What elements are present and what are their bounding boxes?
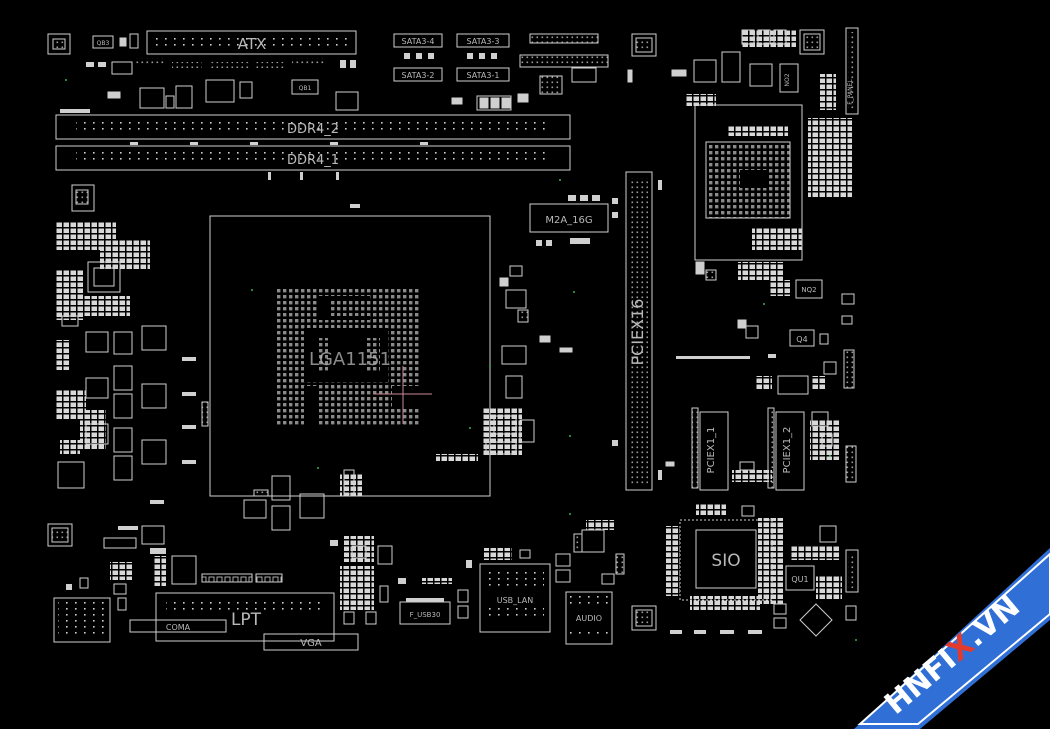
- socket-right-components: [436, 265, 573, 462]
- sata-connector-2: [393, 67, 443, 82]
- lpt-label: LPT: [231, 610, 262, 630]
- vga-label: VGA: [300, 638, 322, 649]
- sata2-label: SATA3-2: [402, 71, 435, 80]
- sata1-label: SATA3-1: [467, 71, 500, 80]
- cpu-socket: [209, 215, 491, 497]
- pciex16-label: PCIEX16: [628, 299, 647, 366]
- f-panel-label: F_PANEL: [847, 79, 854, 105]
- atx-label: ATX: [238, 35, 267, 53]
- pciex1-slot-1: [699, 411, 729, 491]
- via-dots: [65, 79, 857, 641]
- chipset-surround: [627, 27, 859, 299]
- sata-area-chips: [451, 67, 597, 111]
- pciex1-1-label: PCIEX1_1: [706, 427, 717, 474]
- sata-pads: [404, 53, 497, 59]
- sata4-label: SATA3-4: [402, 37, 435, 46]
- sio-surround: [670, 525, 859, 637]
- sata-connector-3: [456, 33, 510, 48]
- bottom-left-components: [47, 523, 283, 643]
- lpt-connector: [155, 592, 335, 642]
- sio-label: SIO: [711, 551, 740, 571]
- f-usb30-header: [399, 598, 451, 625]
- coma-label: COMA: [166, 623, 191, 632]
- lga-label: LGA1151: [309, 349, 391, 370]
- sata-connector-4: [393, 33, 443, 48]
- no2-label: NO2: [784, 73, 791, 86]
- pciex1-2-label: PCIEX1_2: [782, 427, 793, 474]
- vga-connector: [263, 633, 359, 651]
- ddr4-2-label: DDR4_2: [287, 122, 339, 137]
- top-left-components: [47, 33, 139, 55]
- qb3-label: QB3: [97, 40, 110, 47]
- cursor-crosshair: [374, 366, 432, 424]
- pciex16-slot: [625, 171, 653, 491]
- ddr4-slot-2: [55, 114, 571, 140]
- top-left-passives: [86, 58, 356, 75]
- chipset-pch: [694, 104, 803, 261]
- usb-lan-connector: [479, 548, 551, 633]
- left-vrm-cluster: [56, 184, 209, 504]
- ddr4-1-label: DDR4_1: [287, 153, 339, 168]
- sata-connector-1: [456, 67, 510, 82]
- sio-chip: [666, 504, 784, 610]
- pciex1-slot-2: [775, 411, 805, 491]
- qb1-label: QB1: [299, 85, 312, 92]
- q4-label: Q4: [796, 335, 807, 344]
- pciex1-surround: [665, 407, 857, 489]
- right-middle-components: [676, 293, 855, 395]
- ddr4-pads: [60, 109, 428, 208]
- nq2-label: NQ2: [801, 286, 816, 294]
- audio-label: AUDIO: [576, 614, 602, 623]
- m2-pads: [536, 195, 600, 246]
- usb-lan-label: USB_LAN: [497, 596, 534, 605]
- watermark-logo: HNFIX.VN: [854, 548, 1050, 729]
- socket-bottom-components: [243, 469, 362, 531]
- m2-label: M2A_16G: [545, 215, 592, 226]
- audio-surround: [555, 520, 657, 631]
- sata3-label: SATA3-3: [467, 37, 500, 46]
- bottom-connector-pads: [457, 560, 472, 619]
- f-usb30-label: F_USB30: [410, 611, 441, 619]
- vrm-top-components: [107, 79, 359, 111]
- bottom-middle-components: [330, 536, 452, 625]
- pciex16-side-pads: [612, 180, 662, 480]
- audio-connector: [565, 591, 613, 645]
- ddr4-slot-1: [55, 145, 571, 171]
- qu1-label: QU1: [791, 575, 808, 584]
- m2-connector: [529, 203, 609, 233]
- coma-header: [129, 619, 227, 633]
- atx-connector: [146, 30, 357, 55]
- top-header-strip: [519, 33, 609, 68]
